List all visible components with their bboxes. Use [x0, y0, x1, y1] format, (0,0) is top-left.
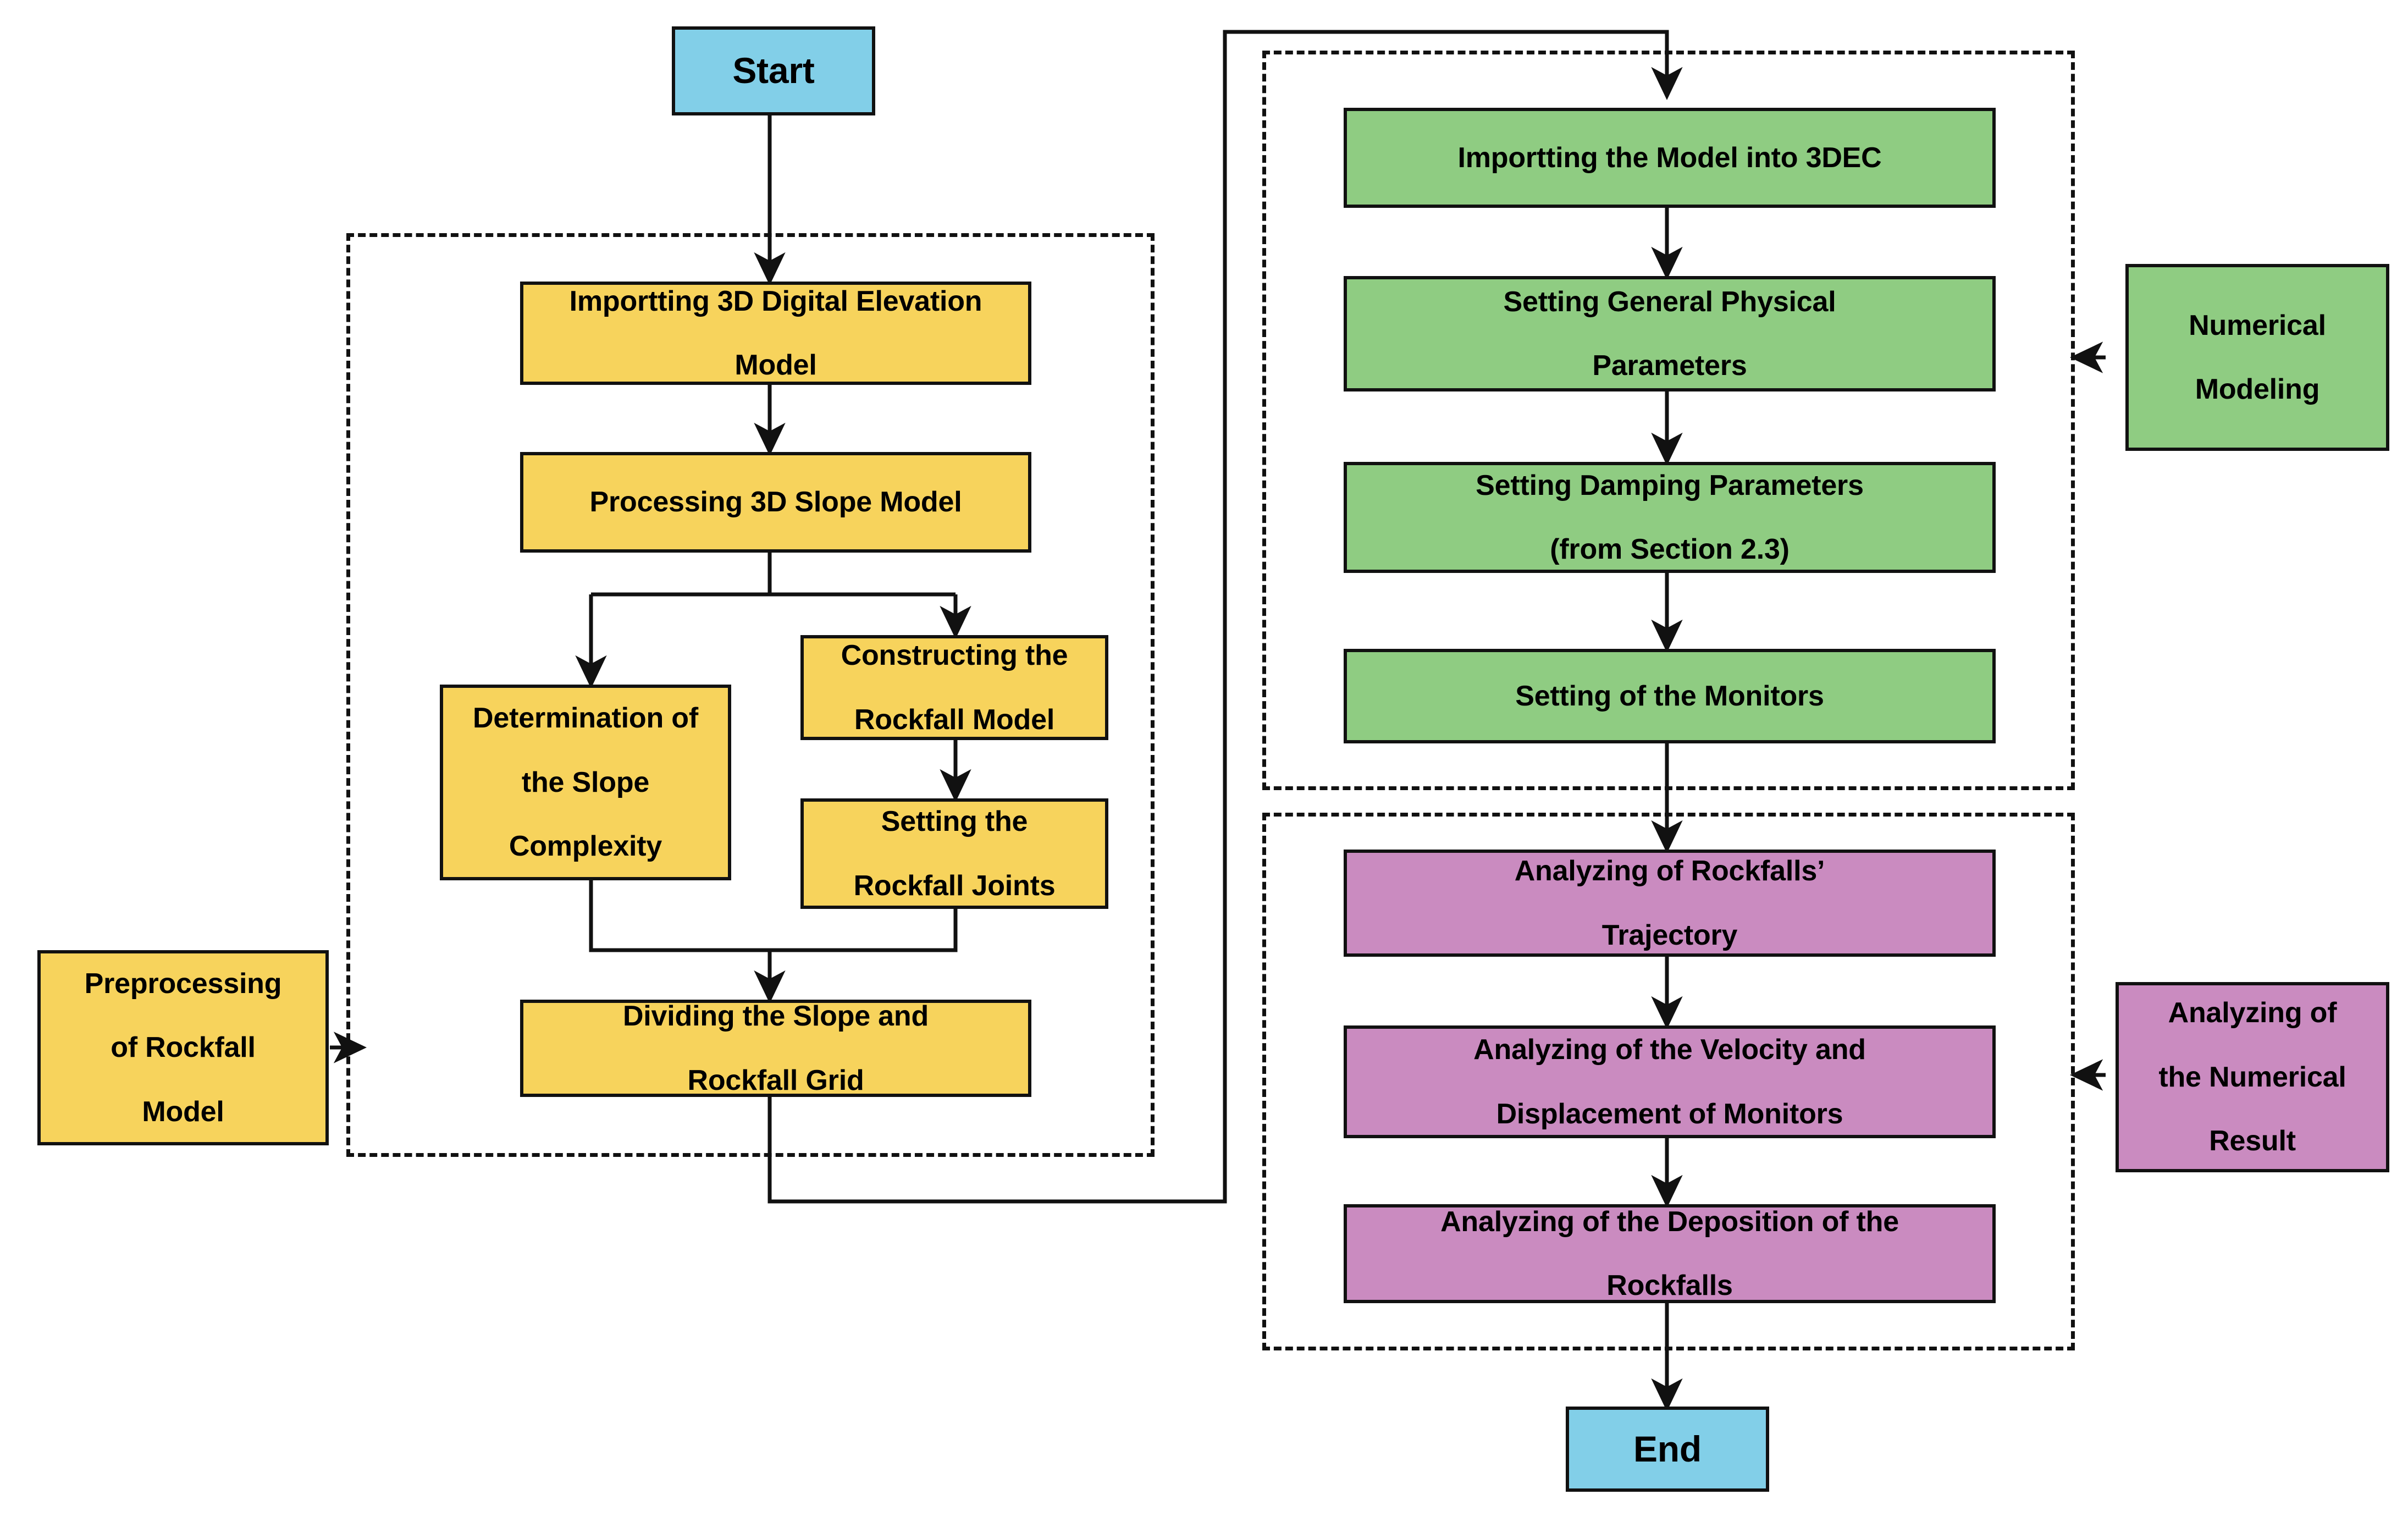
node-construct-rockfall[interactable]: Constructing the Rockfall Model	[800, 635, 1108, 740]
node-determine-complexity[interactable]: Determination of the Slope Complexity	[440, 685, 731, 880]
node-import-dem[interactable]: Importting 3D Digital Elevation Model	[520, 282, 1031, 385]
node-import-3dec[interactable]: Importting the Model into 3DEC	[1344, 108, 1996, 208]
node-general-params[interactable]: Setting General Physical Parameters	[1344, 276, 1996, 391]
group-preprocessing	[346, 233, 1155, 1157]
node-end[interactable]: End	[1566, 1407, 1769, 1492]
label-preprocessing-of-rockfall-model[interactable]: Preprocessing of Rockfall Model	[37, 950, 329, 1145]
node-setting-joints[interactable]: Setting the Rockfall Joints	[800, 798, 1108, 909]
group-analyzing-result	[1262, 813, 2075, 1350]
node-dividing-grid[interactable]: Dividing the Slope and Rockfall Grid	[520, 1000, 1031, 1097]
node-damping-params[interactable]: Setting Damping Parameters (from Section…	[1344, 462, 1996, 573]
group-numerical-modeling	[1262, 51, 2075, 790]
node-process-slope[interactable]: Processing 3D Slope Model	[520, 452, 1031, 553]
node-analyze-deposition[interactable]: Analyzing of the Deposition of the Rockf…	[1344, 1204, 1996, 1303]
label-analyzing-of-the-numerical-result[interactable]: Analyzing of the Numerical Result	[2116, 982, 2389, 1172]
node-monitors[interactable]: Setting of the Monitors	[1344, 649, 1996, 743]
label-numerical-modeling[interactable]: Numerical Modeling	[2125, 264, 2389, 451]
node-analyze-trajectory[interactable]: Analyzing of Rockfalls’ Trajectory	[1344, 850, 1996, 957]
node-analyze-velocity[interactable]: Analyzing of the Velocity and Displaceme…	[1344, 1025, 1996, 1138]
node-start[interactable]: Start	[672, 26, 875, 115]
